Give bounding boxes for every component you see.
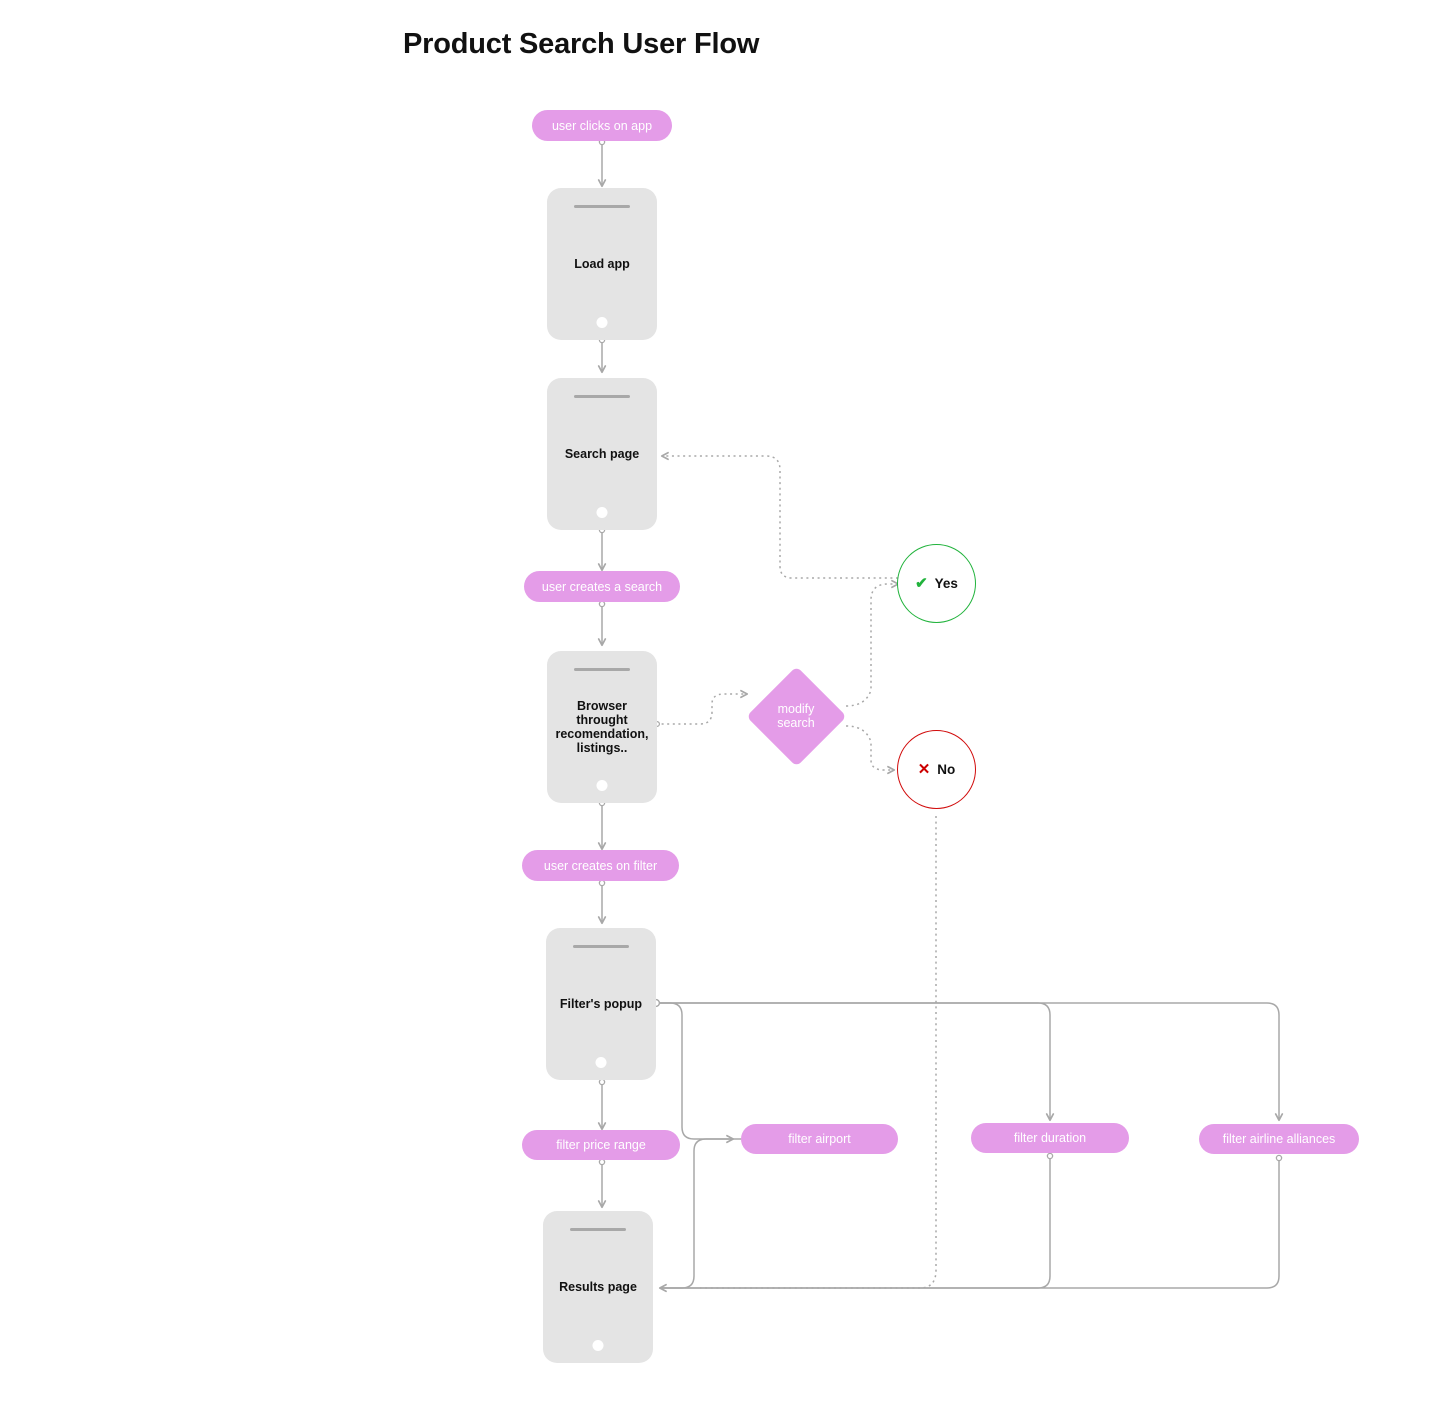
node-label: Filter's popup — [559, 997, 643, 1011]
screen-top-bar-icon — [573, 945, 629, 948]
event-user-clicks-on-app[interactable]: user clicks on app — [532, 110, 672, 141]
screen-results-page[interactable]: Results page — [543, 1211, 653, 1363]
node-label-line2: search — [777, 716, 815, 730]
home-button-icon — [592, 1340, 604, 1351]
screen-top-bar-icon — [570, 1228, 626, 1231]
check-icon: ✔ — [915, 575, 928, 592]
node-label: filter airline alliances — [1222, 1132, 1336, 1146]
node-label: filter duration — [1013, 1131, 1087, 1145]
node-label: filter airport — [788, 1132, 851, 1146]
event-user-creates-a-search[interactable]: user creates a search — [524, 571, 680, 602]
decision-outcome-no[interactable]: ✕ No — [897, 730, 976, 809]
screen-load-app[interactable]: Load app — [547, 188, 657, 340]
node-label: user clicks on app — [551, 118, 653, 133]
node-label: filter price range — [556, 1138, 646, 1152]
event-user-creates-on-filter[interactable]: user creates on filter — [522, 850, 679, 881]
filter-price-range[interactable]: filter price range — [522, 1130, 680, 1160]
home-button-icon — [595, 1057, 607, 1068]
node-label: No — [937, 762, 956, 777]
screen-browse-recommendations[interactable]: Browser throught recomendation, listings… — [547, 651, 657, 803]
node-label: Search page — [564, 447, 640, 461]
decision-outcome-yes[interactable]: ✔ Yes — [897, 544, 976, 623]
home-button-icon — [596, 317, 608, 328]
cross-icon: ✕ — [917, 761, 931, 778]
node-label: Browser throught recomendation, listings… — [555, 699, 649, 755]
node-label: modify search — [777, 702, 815, 731]
screen-top-bar-icon — [574, 395, 630, 398]
filter-airline-alliances[interactable]: filter airline alliances — [1199, 1124, 1359, 1154]
home-button-icon — [596, 507, 608, 518]
node-label: Yes — [934, 576, 958, 591]
filter-airport[interactable]: filter airport — [741, 1124, 898, 1154]
filter-duration[interactable]: filter duration — [971, 1123, 1129, 1153]
node-label: Results page — [559, 1280, 637, 1294]
node-label: user creates a search — [541, 579, 663, 594]
decision-modify-search[interactable]: modify search — [745, 665, 847, 767]
node-label: user creates on filter — [543, 858, 658, 873]
node-label: Load app — [574, 257, 630, 271]
screen-top-bar-icon — [574, 205, 630, 208]
page-title: Product Search User Flow — [403, 28, 760, 60]
screen-search-page[interactable]: Search page — [547, 378, 657, 530]
screen-filters-popup[interactable]: Filter's popup — [546, 928, 656, 1080]
screen-top-bar-icon — [574, 668, 630, 671]
node-label-line1: modify — [777, 701, 815, 716]
home-button-icon — [596, 780, 608, 791]
